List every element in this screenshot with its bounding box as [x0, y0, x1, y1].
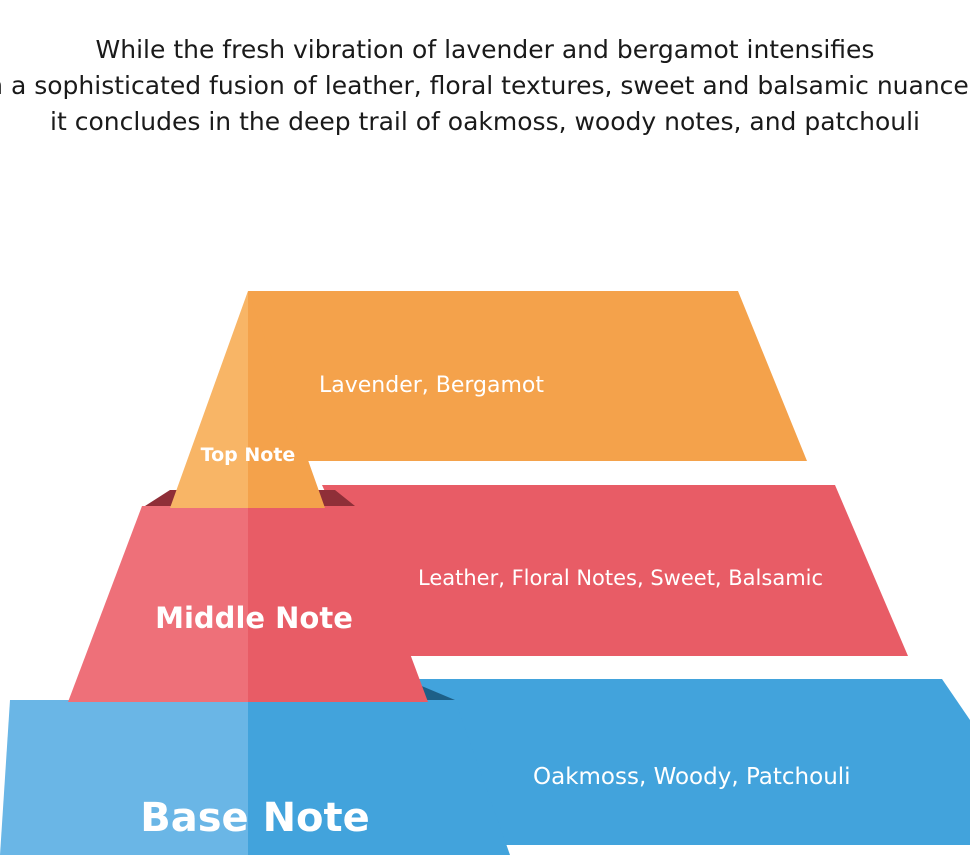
top-note-tier-right — [248, 291, 325, 508]
middle-note-tier-right — [248, 506, 428, 702]
top-note-label: Top Note — [201, 444, 296, 466]
top-note-band — [248, 291, 807, 461]
base-note-notes: Oakmoss, Woody, Patchouli — [533, 764, 851, 790]
top-note-tier-left — [170, 291, 248, 508]
base-note-band — [415, 679, 970, 845]
top-note-notes: Lavender, Bergamot — [319, 373, 544, 398]
base-note-tier-left — [0, 700, 248, 855]
middle-note-notes: Leather, Floral Notes, Sweet, Balsamic — [418, 566, 823, 590]
middle-note-label: Middle Note — [155, 601, 353, 635]
intro-text: While the fresh vibration of lavender an… — [0, 30, 970, 150]
middle-note-tier-left — [68, 506, 248, 702]
base-note-tier-right — [248, 700, 510, 855]
intro-line-2: in a sophisticated fusion of leather, fl… — [0, 71, 970, 100]
intro-line-3: it concludes in the deep trail of oakmos… — [50, 107, 920, 136]
intro-line-1: While the fresh vibration of lavender an… — [95, 35, 875, 64]
middle-note-band — [322, 485, 908, 656]
base-note-label: Base Note — [140, 795, 370, 841]
